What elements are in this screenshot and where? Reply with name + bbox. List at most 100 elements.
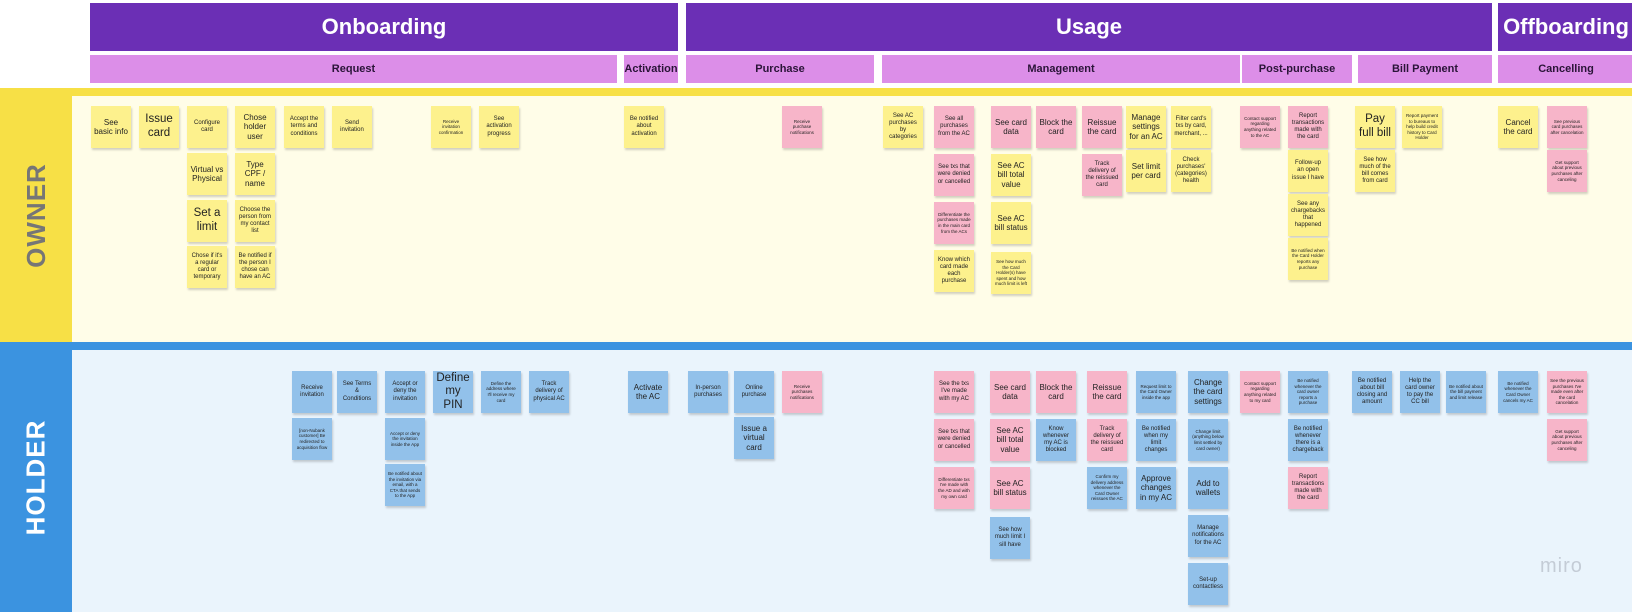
phase-offboarding: Offboarding [1498,3,1632,51]
sticky-note[interactable]: Block the card [1036,106,1076,148]
sticky-note[interactable]: Change the card settings [1188,371,1228,413]
sticky-note[interactable]: Track delivery of the reissued card [1082,154,1122,196]
sticky-note[interactable]: See how much of the bill comes from card [1355,150,1395,192]
sticky-note[interactable]: Track delivery of physical AC [529,371,569,413]
stage-activation: Activation [624,55,678,83]
sticky-note[interactable]: Manage notifications for the AC [1188,515,1228,557]
sticky-note[interactable]: Accept or deny the invitation inside the… [385,418,425,460]
sticky-note[interactable]: Set a limit [187,200,227,242]
sticky-note[interactable]: Confirm my delivery address whenever the… [1087,467,1127,509]
sticky-note[interactable]: See AC bill total value [991,154,1031,196]
sticky-note[interactable]: See basic info [91,106,131,148]
sticky-note[interactable]: Differentiate the purchases made in the … [934,202,974,244]
sticky-note[interactable]: Contact support regarding anything relat… [1240,106,1280,148]
miro-logo: miro [1540,555,1583,577]
holder-lane-label: HOLDER [0,342,72,612]
sticky-note[interactable]: Contact support regarding anything relat… [1240,371,1280,413]
sticky-note[interactable]: Issue a virtual card [734,417,774,459]
sticky-note[interactable]: Check purchases' (categories) health [1171,150,1211,192]
sticky-note[interactable]: See previous card purchases after cancel… [1547,106,1587,148]
sticky-note[interactable]: Virtual vs Physical [187,153,227,195]
sticky-note[interactable]: Set limit per card [1126,150,1166,192]
sticky-note[interactable]: Configure card [187,106,227,148]
sticky-note[interactable]: See activation progress [479,106,519,148]
sticky-note[interactable]: See the txs I've made with my AC [934,371,974,413]
sticky-note[interactable]: In-person purchases [688,371,728,413]
stage-purchase: Purchase [686,55,874,83]
sticky-note[interactable]: See txs that were denied or cancelled [934,154,974,196]
sticky-note[interactable]: Follow-up an open issue I have [1288,150,1328,192]
sticky-note[interactable]: See AC bill status [990,467,1030,509]
sticky-note[interactable]: Report transactions made with the card [1288,106,1328,148]
sticky-note[interactable]: Be notified when my limit changes [1136,419,1176,461]
sticky-note[interactable]: Be notified about bill closing and amoun… [1352,371,1392,413]
sticky-note[interactable]: See all purchases from the AC [934,106,974,148]
sticky-note[interactable]: Accept or deny the invitation [385,371,425,413]
sticky-note[interactable]: Receive purchase notifications [782,106,822,148]
sticky-note[interactable]: See Terms & Conditions [337,371,377,413]
owner-lane-label: OWNER [0,88,72,342]
sticky-note[interactable]: See any chargebacks that happened [1288,194,1328,236]
sticky-note[interactable]: Block the card [1036,371,1076,413]
sticky-note[interactable]: Be notified when the Card Holder reports… [1288,238,1328,280]
sticky-note[interactable]: Define my PIN [433,371,473,413]
sticky-note[interactable]: Help the card owner to pay the CC bill [1400,371,1440,413]
sticky-note[interactable]: See card data [991,106,1031,148]
sticky-note[interactable]: Know whenever my AC is blocked [1036,419,1076,461]
sticky-note[interactable]: Request limit to the Card Owner inside t… [1136,371,1176,413]
sticky-note[interactable]: Chose if it's a regular card or temporar… [187,246,227,288]
sticky-note[interactable]: Activate the AC [628,371,668,413]
sticky-note[interactable]: Issue card [139,106,179,148]
sticky-note[interactable]: Pay full bill [1355,106,1395,148]
sticky-note[interactable]: See AC bill status [991,202,1031,244]
sticky-note[interactable]: Receive purchases notifications [782,371,822,413]
sticky-note[interactable]: Be notified whenever there is a chargeba… [1288,419,1328,461]
sticky-note[interactable]: Receive invitation confirmation [431,106,471,148]
sticky-note[interactable]: Type CPF / name [235,153,275,195]
stage-request: Request [90,55,617,83]
sticky-note[interactable]: See how much limit I sill have [990,517,1030,559]
sticky-note[interactable]: Filter card's txs by card, merchant, ... [1171,106,1211,148]
sticky-note[interactable]: Define the address where I'll receive my… [481,371,521,413]
sticky-note[interactable]: Report transactions made with the card [1288,467,1328,509]
sticky-note[interactable]: Be notified about activation [624,106,664,148]
sticky-note[interactable]: Be notified about the invitation via ema… [385,464,425,506]
sticky-note[interactable]: Receive invitation [292,371,332,413]
sticky-note[interactable]: See AC purchases by categories [883,106,923,148]
stage-bill-payment: Bill Payment [1358,55,1492,83]
sticky-note[interactable]: Be notified about the bill payment and l… [1446,371,1486,413]
sticky-note[interactable]: Track delivery of the reissued card [1087,419,1127,461]
sticky-note[interactable]: Be notified whenever the Card Owner canc… [1498,371,1538,413]
sticky-note[interactable]: Be notified if the person I chose can ha… [235,246,275,288]
sticky-note[interactable]: Reissue the card [1087,371,1127,413]
sticky-note[interactable]: See txs that were denied or cancelled [934,419,974,461]
sticky-note[interactable]: Be notified whenever the card owner repo… [1288,371,1328,413]
sticky-note[interactable]: Set-up contactless [1188,563,1228,605]
sticky-note[interactable]: Accept the terms and conditions [284,106,324,148]
phase-usage: Usage [686,3,1492,51]
sticky-note[interactable]: Change limit (anything below limit settl… [1188,419,1228,461]
sticky-note[interactable]: Reissue the card [1082,106,1122,148]
sticky-note[interactable]: See the previous purchases I've made eve… [1547,371,1587,413]
sticky-note[interactable]: Get support about previous purchases aft… [1547,419,1587,461]
sticky-note[interactable]: Send invitation [332,106,372,148]
sticky-note[interactable]: [non-Nubank customer] Be redirected to a… [292,418,332,460]
sticky-note[interactable]: See how much the Card Holder(s) have spe… [991,252,1031,294]
sticky-note[interactable]: Manage settings for an AC [1126,106,1166,148]
sticky-note[interactable]: Differentiate txs I've made with the AD … [934,467,974,509]
sticky-note[interactable]: See AC bill total value [990,419,1030,461]
sticky-note[interactable]: Get support about previous purchases aft… [1547,150,1587,192]
sticky-note[interactable]: Know which card made each purchase [934,250,974,292]
sticky-note[interactable]: Choose the person from my contact list [235,200,275,242]
sticky-note[interactable]: Chose holder user [235,106,275,148]
sticky-note[interactable]: Cancel the card [1498,106,1538,148]
sticky-note[interactable]: See card data [990,371,1030,413]
sticky-note[interactable]: Report payment to bureaus to help build … [1402,106,1442,148]
stage-cancelling: Cancelling [1498,55,1632,83]
sticky-note[interactable]: Approve changes in my AC [1136,467,1176,509]
holder-lane-top-border [0,342,1632,350]
owner-lane-top-border [0,88,1632,96]
sticky-note[interactable]: Add to wallets [1188,467,1228,509]
stage-management: Management [882,55,1240,83]
sticky-note[interactable]: Online purchase [734,371,774,413]
